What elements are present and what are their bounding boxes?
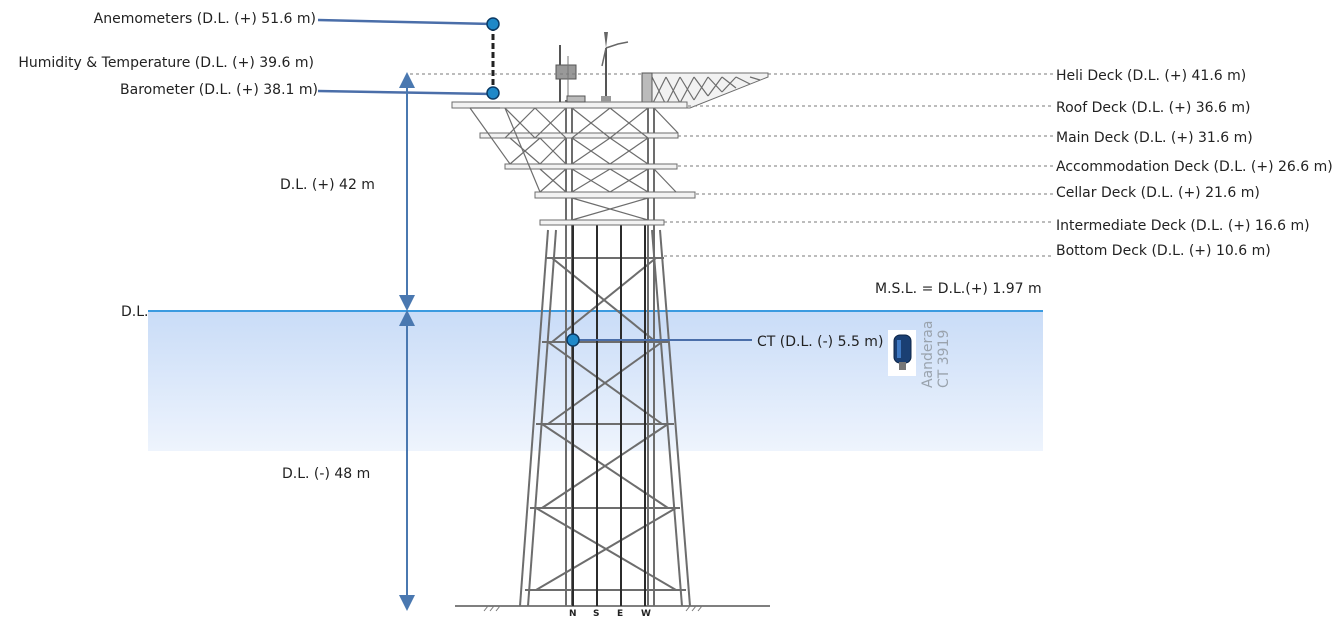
anemometer-leader bbox=[317, 18, 494, 26]
leg-labels: N S E W bbox=[569, 609, 651, 619]
deck-leader-lines bbox=[410, 73, 1054, 257]
above-height-label: D.L. (+) 42 m bbox=[280, 177, 375, 193]
deck-label: Main Deck (D.L. (+) 31.6 m) bbox=[1056, 130, 1253, 146]
ct-sensor-device bbox=[888, 330, 916, 376]
barometer-sensor-dot bbox=[486, 86, 500, 100]
topside-structure bbox=[451, 32, 769, 226]
below-depth-label: D.L. (-) 48 m bbox=[282, 466, 370, 482]
deck-label: Roof Deck (D.L. (+) 36.6 m) bbox=[1056, 100, 1250, 116]
humidity-temperature-label: Humidity & Temperature (D.L. (+) 39.6 m) bbox=[18, 55, 314, 71]
leg-label: N bbox=[569, 609, 577, 619]
msl-label: M.S.L. = D.L.(+) 1.97 m bbox=[875, 281, 1042, 297]
leg-label: E bbox=[617, 609, 623, 619]
deck-label: Cellar Deck (D.L. (+) 21.6 m) bbox=[1056, 185, 1260, 201]
ct-sensor-dot bbox=[566, 333, 580, 347]
brand-model: CT 3919 bbox=[936, 330, 952, 388]
leg-label: W bbox=[641, 609, 651, 619]
datum-level-label: D.L. bbox=[121, 304, 148, 320]
deck-label: Accommodation Deck (D.L. (+) 26.6 m) bbox=[1056, 159, 1333, 175]
barometer-label: Barometer (D.L. (+) 38.1 m) bbox=[120, 82, 318, 98]
deck-label: Intermediate Deck (D.L. (+) 16.6 m) bbox=[1056, 218, 1310, 234]
brand-name: Aanderaa bbox=[920, 321, 936, 388]
conductor-pipes bbox=[572, 222, 646, 606]
deck-label: Heli Deck (D.L. (+) 41.6 m) bbox=[1056, 68, 1246, 84]
leg-label: S bbox=[593, 609, 599, 619]
deck-label: Bottom Deck (D.L. (+) 10.6 m) bbox=[1056, 243, 1271, 259]
barometer-leader bbox=[317, 89, 494, 96]
seabed-hatch bbox=[483, 605, 703, 612]
ct-brand-text: Aanderaa CT 3919 bbox=[920, 321, 952, 388]
anemometer-sensor-dot bbox=[486, 17, 500, 31]
ct-label: CT (D.L. (-) 5.5 m) bbox=[757, 334, 883, 350]
anemometers-label: Anemometers (D.L. (+) 51.6 m) bbox=[94, 11, 316, 27]
deck-labels: Heli Deck (D.L. (+) 41.6 m) Roof Deck (D… bbox=[1056, 68, 1333, 259]
tower-jacket bbox=[519, 100, 691, 607]
